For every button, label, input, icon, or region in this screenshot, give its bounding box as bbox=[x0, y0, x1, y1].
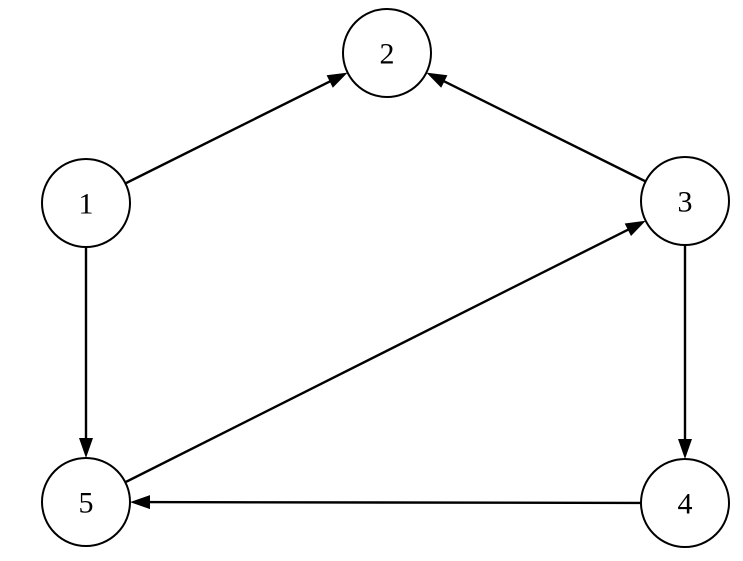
node-label-5: 5 bbox=[79, 487, 94, 520]
node-circle-5 bbox=[41, 457, 131, 547]
edge-4-to-5 bbox=[135, 500, 642, 505]
node-circle-3 bbox=[640, 156, 730, 246]
node-1: 1 bbox=[41, 158, 131, 248]
node-2: 2 bbox=[342, 8, 432, 98]
edge-3-to-2 bbox=[431, 74, 647, 183]
edge-5-to-3 bbox=[124, 222, 641, 484]
node-circle-1 bbox=[41, 158, 131, 248]
arrowhead-1-to-5 bbox=[79, 438, 93, 458]
arrowhead-5-to-3 bbox=[624, 220, 646, 236]
node-4: 4 bbox=[640, 458, 730, 548]
nodes-layer: 1 2 3 4 5 bbox=[41, 8, 730, 548]
node-label-3: 3 bbox=[678, 186, 693, 219]
node-circle-4 bbox=[640, 458, 730, 548]
arrowhead-3-to-2 bbox=[426, 72, 448, 88]
node-label-4: 4 bbox=[678, 488, 693, 521]
edges-layer bbox=[79, 72, 692, 510]
arrowhead-4-to-5 bbox=[130, 495, 150, 510]
node-5: 5 bbox=[41, 457, 131, 547]
edge-1-to-2 bbox=[124, 74, 343, 185]
node-label-2: 2 bbox=[380, 38, 395, 71]
node-circle-2 bbox=[342, 8, 432, 98]
arrowhead-1-to-2 bbox=[326, 72, 348, 88]
node-label-1: 1 bbox=[79, 188, 94, 221]
node-3: 3 bbox=[640, 156, 730, 246]
arrowhead-3-to-4 bbox=[678, 439, 692, 459]
